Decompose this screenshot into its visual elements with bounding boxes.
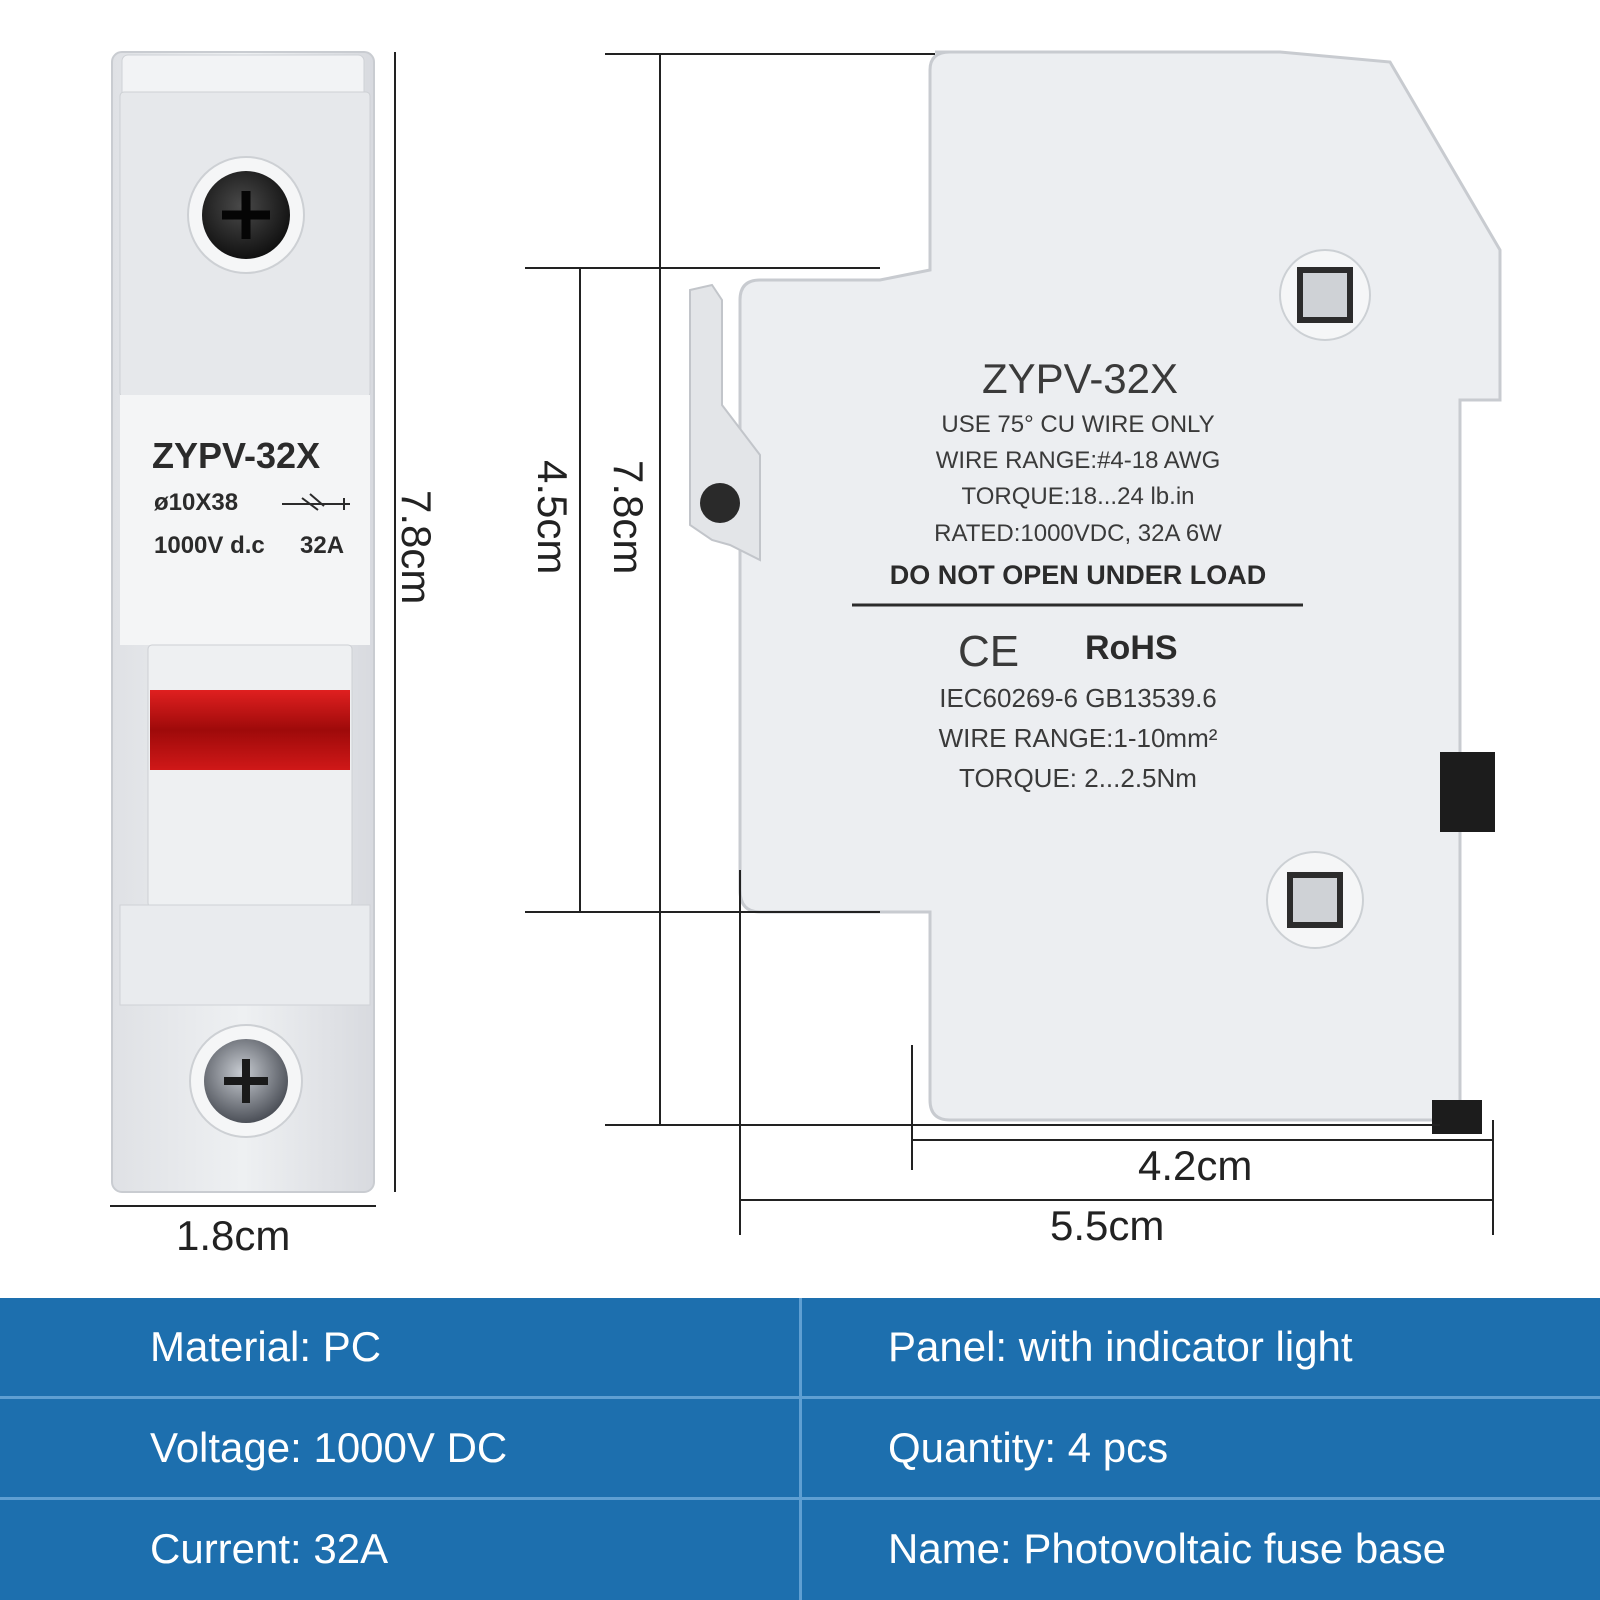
wire-range-metric-text: WIRE RANGE:1-10mm² bbox=[939, 723, 1218, 753]
spec-row: Voltage: 1000V DC Quantity: 4 pcs bbox=[0, 1399, 1600, 1497]
spec-quantity: Quantity: 4 pcs bbox=[888, 1424, 1169, 1471]
indicator-light bbox=[150, 690, 350, 770]
side-dimensions bbox=[525, 53, 1494, 1235]
product-diagram: ZYPV-32X ø10X38 1000V d.c 32A 7.8cm 1.8c… bbox=[110, 50, 1502, 1259]
side-view-fuse-holder: ZYPV-32X USE 75° CU WIRE ONLY WIRE RANGE… bbox=[689, 50, 1502, 1134]
spec-material: Material: PC bbox=[150, 1323, 382, 1370]
side-model-text: ZYPV-32X bbox=[982, 355, 1178, 402]
front-width-label: 1.8cm bbox=[176, 1212, 290, 1259]
front-view-fuse-holder: ZYPV-32X ø10X38 1000V d.c 32A bbox=[111, 51, 375, 1193]
side-line2-text: WIRE RANGE:#4-18 AWG bbox=[936, 447, 1221, 474]
fuse-carrier bbox=[147, 644, 353, 908]
side-line1-text: USE 75° CU WIRE ONLY bbox=[941, 411, 1214, 438]
lower-frame bbox=[119, 904, 371, 1006]
side-line3-text: TORQUE:18...24 lb.in bbox=[962, 483, 1195, 510]
spec-table: Material: PC Panel: with indicator light… bbox=[0, 1298, 1600, 1600]
front-voltage-text: 1000V d.c bbox=[154, 532, 265, 559]
bottom-terminal-slot bbox=[1287, 872, 1343, 928]
side-width-label: 5.5cm bbox=[1050, 1202, 1164, 1249]
front-current-text: 32A bbox=[300, 532, 344, 559]
spec-voltage: Voltage: 1000V DC bbox=[150, 1424, 508, 1471]
front-fuse-size-text: ø10X38 bbox=[154, 489, 238, 516]
side-line4-text: RATED:1000VDC, 32A 6W bbox=[934, 520, 1222, 547]
table-column-divider bbox=[799, 1298, 802, 1600]
front-height-label: 7.8cm bbox=[393, 490, 440, 604]
top-terminal-slot bbox=[1297, 267, 1353, 323]
spec-row: Material: PC Panel: with indicator light bbox=[0, 1298, 1600, 1396]
right-clip-upper bbox=[1440, 752, 1495, 832]
ce-mark-icon: CE bbox=[958, 627, 1019, 676]
side-height-label: 7.8cm bbox=[605, 460, 652, 574]
spec-name: Name: Photovoltaic fuse base bbox=[888, 1525, 1446, 1572]
warning-text: DO NOT OPEN UNDER LOAD bbox=[890, 560, 1267, 590]
right-clip-lower bbox=[1432, 1100, 1482, 1134]
front-label-panel bbox=[120, 395, 370, 645]
front-dimensions bbox=[110, 52, 396, 1207]
front-model-text: ZYPV-32X bbox=[152, 435, 320, 476]
side-rail-width-label: 4.2cm bbox=[1138, 1142, 1252, 1189]
rohs-text: RoHS bbox=[1085, 629, 1178, 667]
latch-hole-icon bbox=[700, 483, 740, 523]
spec-row: Current: 32A Name: Photovoltaic fuse bas… bbox=[0, 1500, 1600, 1598]
spec-panel: Panel: with indicator light bbox=[888, 1323, 1353, 1370]
side-inner-height-label: 4.5cm bbox=[529, 460, 576, 574]
fuse-symbol-icon bbox=[282, 493, 350, 511]
torque-metric-text: TORQUE: 2...2.5Nm bbox=[959, 763, 1197, 793]
standards-text: IEC60269-6 GB13539.6 bbox=[939, 683, 1217, 713]
spec-current: Current: 32A bbox=[150, 1525, 389, 1572]
